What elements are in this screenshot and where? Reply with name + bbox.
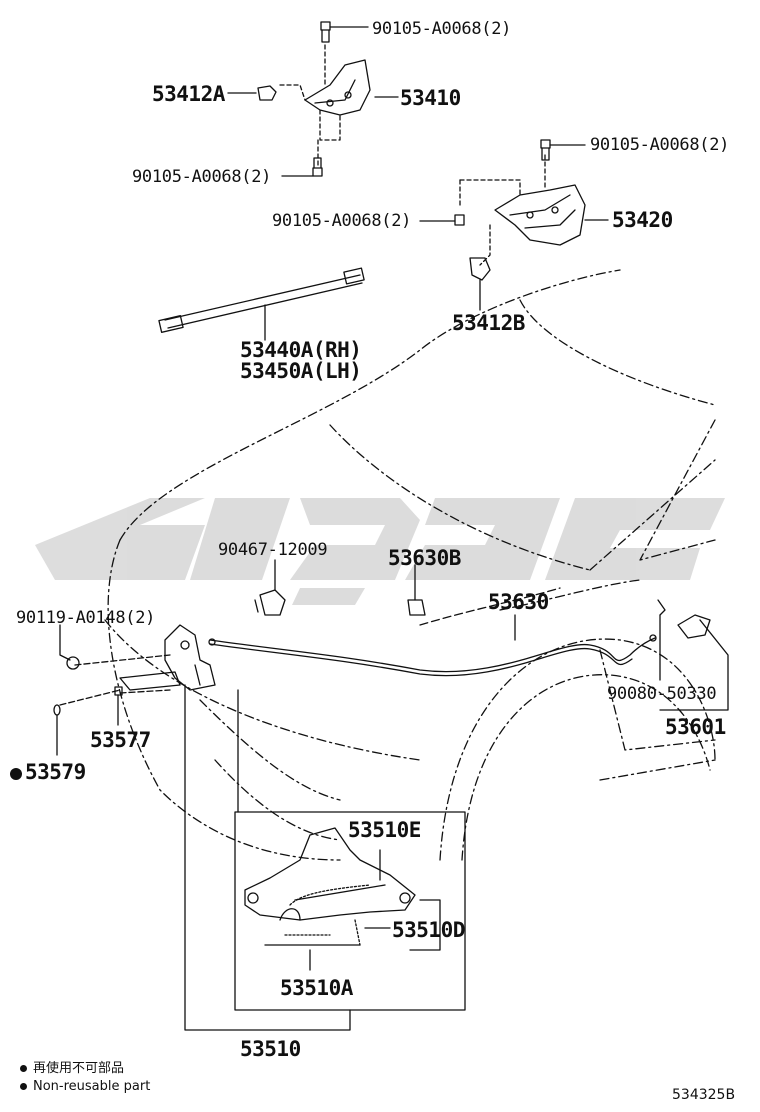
hood-hinge-53420 [459, 154, 586, 266]
windshield-line [589, 459, 716, 571]
door-line [599, 649, 716, 751]
label-90467: 90467-12009 [218, 540, 328, 560]
lower-lamp-line [214, 759, 341, 841]
leader-53510-left [184, 684, 351, 1031]
hood-front-edge [119, 269, 621, 541]
cowl-line [499, 579, 641, 611]
wheel-arch-inner [461, 674, 711, 861]
bumper-outline [107, 539, 341, 861]
label-stay-rh: 53440A(RH) [240, 338, 362, 362]
label-53510d: 53510D [392, 918, 465, 942]
clamp-90467 [254, 559, 286, 616]
bolt-top-53410 [320, 21, 369, 43]
fender-arch [439, 638, 716, 861]
lamp-line [199, 699, 341, 801]
legend-en-text: Non-reusable part [33, 1079, 151, 1094]
sill-line [599, 759, 716, 781]
legend-jp-text: 再使用不可部品 [33, 1061, 125, 1076]
label-bolt-90119: 90119-A0148(2) [16, 608, 156, 628]
label-53579: 53579 [10, 762, 86, 783]
hood-rear-edge [519, 299, 716, 406]
label-53420: 53420 [612, 208, 673, 232]
hood-lock-assembly [59, 624, 216, 706]
hood-hinge-53410 [279, 44, 371, 166]
label-bolt-top: 90105-A0068(2) [372, 19, 512, 39]
label-bolt-right-mid: 90105-A0068(2) [272, 211, 412, 231]
watermark-logo [35, 498, 725, 605]
label-53510e: 53510E [348, 818, 421, 842]
label-53630: 53630 [488, 590, 549, 614]
label-53510: 53510 [240, 1037, 301, 1061]
hood-crease [329, 424, 591, 571]
clip-53579 [53, 704, 61, 756]
bolt-bottom-53410 [281, 157, 323, 177]
diagram-code: 534325B [672, 1087, 736, 1103]
release-cable-53630 [208, 587, 657, 677]
legend-dot-icon [20, 1065, 27, 1072]
label-53410: 53410 [400, 86, 461, 110]
label-bolt-right-top: 90105-A0068(2) [590, 135, 730, 155]
bolt-top-53420 [540, 139, 586, 161]
bolt-mid-53420 [419, 214, 465, 226]
grille-line [104, 619, 421, 761]
label-53601: 53601 [665, 715, 726, 739]
label-53630b: 53630B [388, 546, 461, 570]
a-pillar [639, 419, 716, 561]
legend-en: Non-reusable part [20, 1080, 150, 1093]
label-bolt-mid-left: 90105-A0068(2) [132, 167, 272, 187]
line-work [53, 21, 729, 1031]
legend-jp: 再使用不可部品 [20, 1062, 124, 1075]
label-53510a: 53510A [280, 976, 353, 1000]
lock-detail-53510 [244, 827, 441, 971]
clamp-53630b [407, 564, 426, 616]
non-reusable-mark [10, 768, 22, 780]
label-90080: 90080-50330 [607, 684, 717, 704]
clip-53412b [469, 257, 491, 311]
hood-support-rod [158, 267, 365, 341]
clip-53412a [227, 85, 277, 101]
label-53577: 53577 [90, 728, 151, 752]
label-53579-text: 53579 [25, 760, 86, 784]
label-stay-lh: 53450A(LH) [240, 359, 362, 383]
label-53412b: 53412B [452, 311, 525, 335]
release-lever-53601 [657, 599, 729, 711]
legend-dot-icon [20, 1083, 27, 1090]
cushion-53577 [114, 686, 123, 726]
label-53412a: 53412A [152, 82, 225, 106]
bolt-90119 [59, 624, 80, 670]
